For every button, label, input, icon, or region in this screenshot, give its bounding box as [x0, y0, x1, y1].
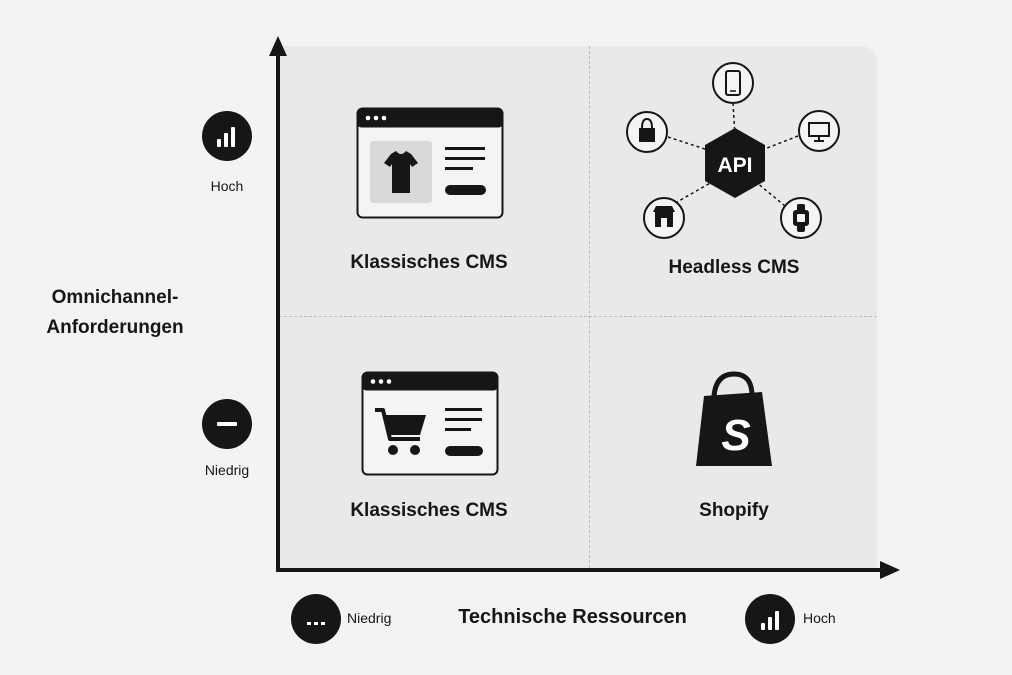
api-hub-text: API — [717, 154, 752, 177]
x-low-bars-icon — [291, 594, 341, 644]
smartwatch-icon — [780, 197, 822, 239]
monitor-icon — [798, 110, 840, 152]
y-low-dash-icon — [202, 399, 252, 449]
browser-cart-icon — [361, 371, 499, 476]
browser-shirt-icon — [356, 107, 504, 219]
x-axis-line — [276, 561, 900, 579]
quadrant-bottom-left-label: Klassisches CMS — [350, 500, 508, 521]
y-axis-title: Omnichannel- Anforderungen — [20, 283, 210, 343]
y-high-bars-icon — [202, 111, 252, 161]
api-hub-diagram: API — [626, 62, 840, 239]
y-low-label: Niedrig — [204, 462, 250, 478]
y-axis-line — [269, 36, 287, 570]
shopping-bag-icon — [626, 111, 668, 153]
x-axis-title: Technische Ressourcen — [458, 606, 687, 628]
quadrant-top-right-label: Headless CMS — [668, 257, 800, 278]
y-high-label: Hoch — [210, 178, 244, 194]
quadrant-top-left-label: Klassisches CMS — [350, 252, 508, 273]
quadrant-bottom-right-label: Shopify — [699, 500, 769, 521]
y-axis-title-line2: Anforderungen — [46, 317, 184, 338]
x-high-bars-icon — [745, 594, 795, 644]
horizontal-divider — [279, 316, 877, 317]
api-hub-icon — [705, 128, 765, 198]
phone-icon — [712, 62, 754, 104]
x-high-label: Hoch — [803, 610, 836, 626]
y-axis-title-line1: Omnichannel- — [51, 287, 179, 308]
vertical-divider — [589, 46, 590, 568]
store-icon — [643, 197, 685, 239]
x-low-label: Niedrig — [347, 610, 392, 626]
x-axis-arrow-icon — [880, 561, 900, 579]
shopify-logo-letter: S — [721, 411, 750, 460]
shopify-logo-icon: S — [696, 371, 772, 466]
y-axis-arrow-icon — [269, 36, 287, 56]
